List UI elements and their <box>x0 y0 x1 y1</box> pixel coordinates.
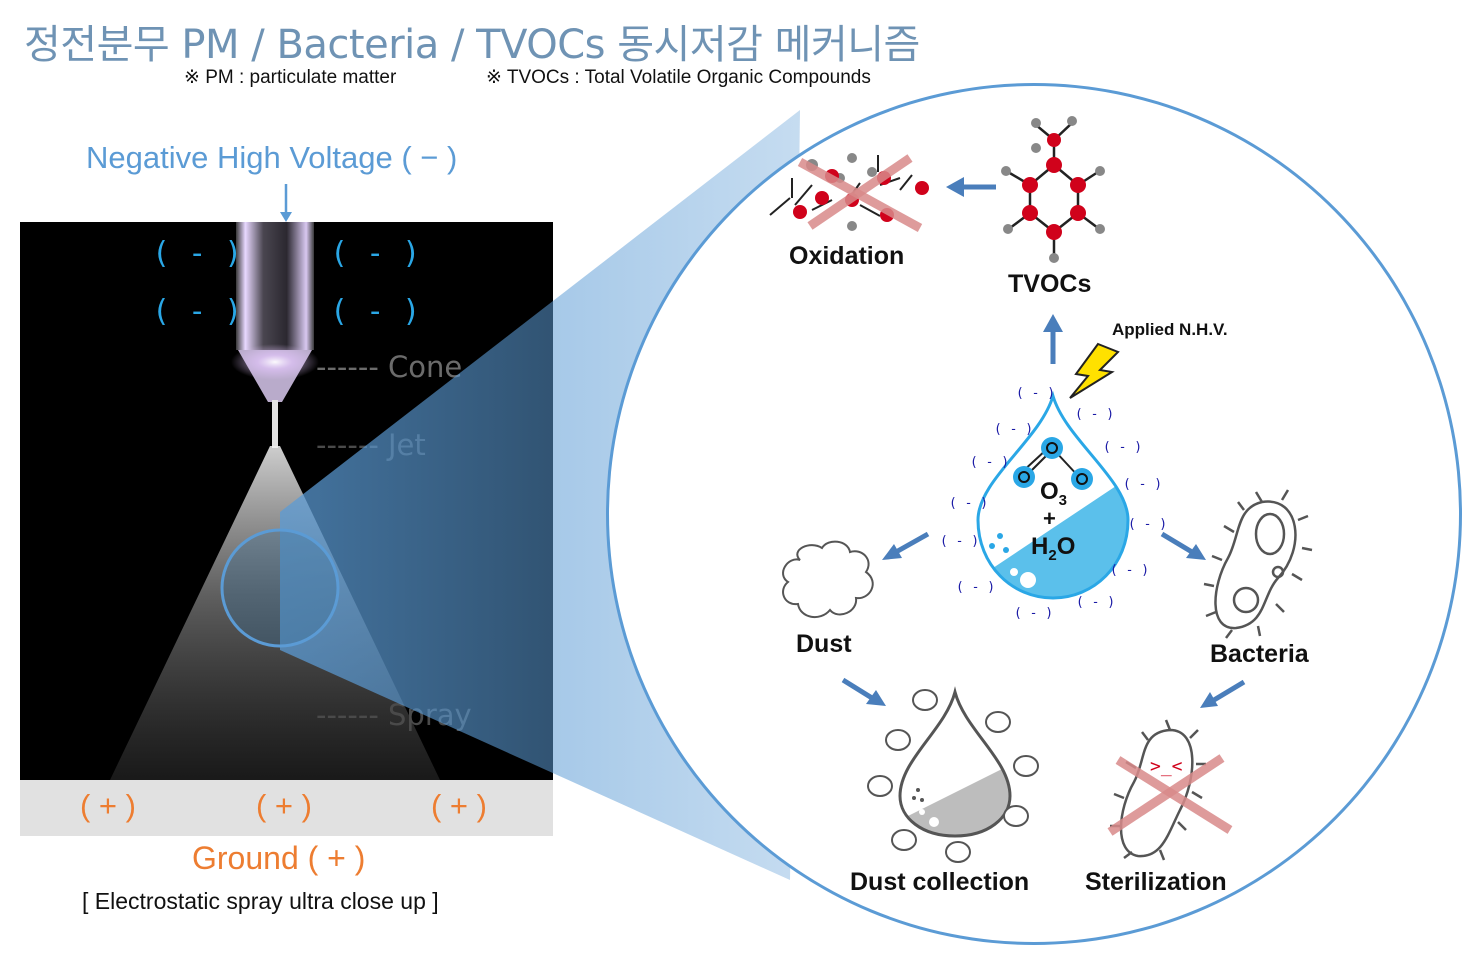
negative-charge: ( - ) <box>152 236 243 271</box>
droplet-charge: ( - ) <box>1128 517 1168 532</box>
dust-particles-icon <box>867 689 1039 863</box>
ozone-formula: O3 <box>1040 478 1068 509</box>
droplet-charge: ( - ) <box>1110 563 1150 578</box>
tvocs-note: ※ TVOCs : Total Volatile Organic Compoun… <box>486 67 871 88</box>
droplet-charge: ( - ) <box>1076 595 1116 610</box>
droplet-charge: ( - ) <box>970 455 1010 470</box>
positive-charge: ( + ) <box>80 788 136 823</box>
water-droplet-icon <box>976 390 1130 600</box>
page-title: 정전분무 PM / Bacteria / TVOCs 동시저감 메커니즘 <box>24 22 920 68</box>
pm-note: ※ PM : particulate matter <box>184 67 397 88</box>
dust-collection-droplet-icon <box>898 686 1012 838</box>
applied-nhv-label: Applied N.H.V. <box>1112 320 1228 339</box>
negative-charge: ( - ) <box>152 294 243 329</box>
droplet-charge: ( - ) <box>1103 440 1143 455</box>
dust-collection-label: Dust collection <box>850 868 1030 896</box>
droplet-charge: ( - ) <box>1123 477 1163 492</box>
tvocs-label: TVOCs <box>1008 270 1092 298</box>
droplet-charge: ( - ) <box>1075 407 1115 422</box>
water-formula: H2O <box>1031 533 1076 564</box>
dust-cloud-icon <box>782 540 874 619</box>
droplet-charge: ( - ) <box>949 496 989 511</box>
droplet-charge: ( - ) <box>1016 386 1056 401</box>
bacteria-icon <box>1203 489 1313 639</box>
droplet-charge: ( - ) <box>956 580 996 595</box>
photo-caption: [ Electrostatic spray ultra close up ] <box>82 888 439 914</box>
droplet-charge: ( - ) <box>940 534 980 549</box>
bacteria-label: Bacteria <box>1210 640 1309 668</box>
bacteria-face: >_< <box>1150 756 1183 777</box>
oxidized-fragments-icon <box>769 153 929 232</box>
oxidation-label: Oxidation <box>789 242 905 270</box>
lightning-icon <box>1069 342 1120 399</box>
sterilization-label: Sterilization <box>1085 868 1227 896</box>
droplet-charge: ( - ) <box>994 422 1034 437</box>
droplet-charge: ( - ) <box>1014 606 1054 621</box>
dust-label: Dust <box>796 630 852 658</box>
plus-sign: + <box>1043 506 1056 531</box>
tvocs-atoms <box>1001 116 1105 263</box>
